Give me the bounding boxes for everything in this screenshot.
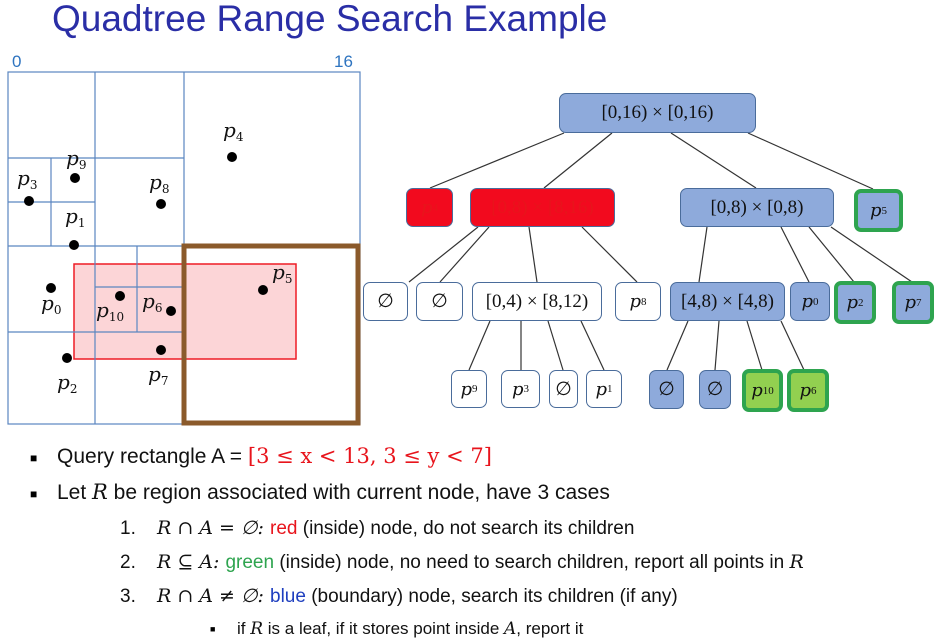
label-p6: p6 bbox=[142, 289, 163, 315]
bullet-icon: ■ bbox=[30, 451, 38, 465]
current-node-region bbox=[181, 243, 361, 426]
point-p9 bbox=[70, 173, 80, 183]
point-p0 bbox=[46, 283, 56, 293]
bullet-query: Query rectangle A = [3 ≤ x < 13, 3 ≤ y <… bbox=[57, 444, 492, 468]
point-p8 bbox=[156, 199, 166, 209]
tree-node-empty: ∅ bbox=[549, 370, 578, 408]
tree-node-4-8x4-8: [4,8) × [4,8) bbox=[670, 282, 785, 321]
data-points bbox=[24, 152, 268, 363]
point-p5 bbox=[258, 285, 268, 295]
axis-max-label: 16 bbox=[334, 52, 353, 71]
tree-node-empty: ∅ bbox=[363, 282, 408, 321]
tree-node-empty: ∅ bbox=[699, 370, 731, 409]
sub-bullet-leaf: if R is a leaf, if it stores point insid… bbox=[237, 619, 584, 639]
label-p10: p10 bbox=[96, 298, 125, 324]
label-p4: p4 bbox=[223, 118, 244, 144]
axis-min-label: 0 bbox=[12, 52, 22, 71]
sub-bullet-icon: ■ bbox=[210, 624, 216, 634]
point-p6 bbox=[166, 306, 176, 316]
point-p1 bbox=[69, 240, 79, 250]
label-p0: p0 bbox=[41, 291, 62, 317]
slide-title: Quadtree Range Search Example bbox=[52, 0, 608, 39]
case-1: 1. R ∩ A = ∅: red (inside) node, do not … bbox=[120, 517, 635, 539]
label-p7: p7 bbox=[148, 362, 169, 388]
label-p9: p9 bbox=[66, 146, 87, 172]
tree-edges bbox=[408, 132, 913, 371]
bullet-icon: ■ bbox=[30, 487, 38, 501]
label-p1: p1 bbox=[65, 204, 86, 230]
point-p4 bbox=[227, 152, 237, 162]
tree-node-empty: ∅ bbox=[416, 282, 463, 321]
label-p5: p5 bbox=[272, 260, 293, 286]
tree-node-empty: ∅ bbox=[649, 370, 684, 409]
tree-node-0-4x8-12: [0,4) × [8,12) bbox=[472, 282, 602, 321]
label-p3: p3 bbox=[17, 166, 38, 192]
point-p10 bbox=[115, 291, 125, 301]
point-p2 bbox=[62, 353, 72, 363]
tree-node-root: [0,16) × [0,16) bbox=[559, 93, 756, 133]
bullet-cases: Let R be region associated with current … bbox=[57, 480, 610, 504]
tree-node-0-8x8-16: [0,8) × [8,16) bbox=[470, 188, 615, 227]
tree-node-0-8x0-8: [0,8) × [0,8) bbox=[680, 188, 834, 227]
point-p3 bbox=[24, 196, 34, 206]
point-p7 bbox=[156, 345, 166, 355]
label-p8: p8 bbox=[149, 170, 170, 196]
case-3: 3. R ∩ A ≠ ∅: blue (boundary) node, sear… bbox=[120, 585, 678, 607]
case-2: 2. R ⊆ A: green (inside) node, no need t… bbox=[120, 551, 804, 573]
label-p2: p2 bbox=[57, 370, 78, 396]
